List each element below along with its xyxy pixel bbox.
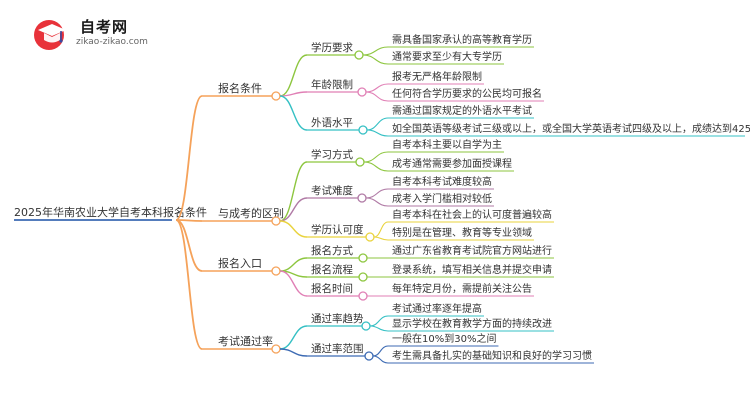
sub-topic-node[interactable]: [357, 87, 367, 97]
leaf-text: 自考本科主要以自学为主: [392, 138, 502, 151]
branch-label: 与成考的区别: [218, 206, 284, 220]
connector-line: [279, 220, 308, 238]
connector-line: [365, 197, 389, 207]
leaf-text: 通常要求至少有大专学历: [392, 50, 502, 63]
leaf-text: 成考入学门槛相对较低: [392, 192, 492, 205]
leaf-text: 如全国英语等级考试三级或以上，或全国大学英语考试四级及以上，成绩达到425分及以…: [392, 122, 750, 135]
leaf-text: 考试通过率逐年提高: [392, 302, 482, 315]
sub-topic-label: 学习方式: [311, 148, 353, 161]
branch-node[interactable]: [271, 91, 281, 101]
connector-line: [279, 257, 308, 272]
logo-title: 自考网: [80, 18, 129, 36]
graduation-cap-icon: [34, 20, 66, 50]
root-topic: 2025年华南农业大学自考本科报名条件: [14, 205, 207, 219]
connector-line: [369, 315, 389, 327]
branch-label: 报名条件: [218, 81, 262, 95]
connector-line: [369, 325, 389, 332]
site-logo[interactable]: 自考网 zikao-zikao.com: [30, 14, 180, 54]
leaf-text: 成考通常需要参加面授课程: [392, 157, 512, 170]
connector-line: [363, 151, 389, 163]
connector-line: [365, 188, 389, 199]
sub-topic-label: 学历要求: [311, 41, 353, 54]
sub-topic-label: 报名流程: [311, 263, 353, 276]
connector-line: [175, 95, 203, 221]
sub-topic-label: 通过率趋势: [311, 312, 364, 325]
connector-line: [365, 91, 389, 102]
leaf-text: 考生需具备扎实的基础知识和良好的学习习惯: [392, 349, 592, 362]
connector-line: [363, 161, 389, 172]
branch-label: 报名入口: [218, 256, 262, 270]
leaf-text: 一般在10%到30%之间: [392, 332, 496, 345]
connector-line: [279, 270, 308, 297]
connector-line: [362, 54, 389, 65]
connector-line: [175, 219, 203, 272]
branch-node[interactable]: [271, 266, 281, 276]
sub-topic-node[interactable]: [365, 232, 375, 242]
sub-topic-node[interactable]: [358, 125, 368, 135]
leaf-text: 需具备国家承认的高等教育学历: [392, 33, 532, 46]
branch-node[interactable]: [271, 216, 281, 226]
leaf-text: 自考本科考试难度较高: [392, 175, 492, 188]
sub-topic-label: 年龄限制: [311, 78, 353, 91]
leaf-text: 任何符合学历要求的公民均可报名: [392, 87, 542, 100]
connector-line: [279, 54, 308, 97]
connector-line: [373, 236, 389, 241]
sub-topic-node[interactable]: [364, 351, 374, 361]
connector-line: [366, 117, 389, 131]
sub-topic-node[interactable]: [358, 291, 368, 301]
sub-topic-node[interactable]: [357, 193, 367, 203]
sub-topic-node[interactable]: [355, 157, 365, 167]
connector-line: [279, 348, 308, 357]
leaf-text: 登录系统，填写相关信息并提交申请: [392, 263, 552, 276]
connector-line: [373, 221, 389, 238]
connector-line: [279, 161, 308, 222]
connector-line: [279, 325, 308, 350]
sub-topic-label: 学历认可度: [311, 223, 364, 236]
sub-topic-label: 通过率范围: [311, 342, 364, 355]
connector-line: [279, 197, 308, 222]
leaf-text: 每年特定月份，需提前关注公告: [392, 282, 532, 295]
connector-line: [366, 129, 389, 137]
sub-topic-node[interactable]: [354, 50, 364, 60]
sub-topic-node[interactable]: [361, 321, 371, 331]
leaf-text: 自考本科在社会上的认可度普遍较高: [392, 208, 552, 221]
sub-topic-label: 报名时间: [311, 282, 353, 295]
sub-topic-node[interactable]: [358, 272, 368, 282]
leaf-text: 需通过国家规定的外语水平考试: [392, 104, 532, 117]
connector-line: [365, 83, 389, 93]
branch-label: 考试通过率: [218, 334, 273, 348]
leaf-text: 显示学校在教育教学方面的持续改进: [392, 317, 552, 330]
connector-line: [279, 95, 308, 131]
logo-url: zikao-zikao.com: [76, 37, 148, 47]
leaf-text: 报考无严格年龄限制: [392, 70, 482, 83]
connector-line: [362, 46, 389, 56]
sub-topic-label: 考试难度: [311, 184, 353, 197]
connector-line: [372, 345, 389, 357]
connector-line: [175, 219, 203, 350]
branch-node[interactable]: [271, 344, 281, 354]
connector-line: [372, 355, 389, 364]
leaf-text: 通过广东省教育考试院官方网站进行: [392, 244, 552, 257]
sub-topic-label: 报名方式: [311, 244, 353, 257]
sub-topic-node[interactable]: [358, 253, 368, 263]
leaf-text: 特别是在管理、教育等专业领域: [392, 226, 532, 239]
sub-topic-label: 外语水平: [311, 117, 353, 129]
